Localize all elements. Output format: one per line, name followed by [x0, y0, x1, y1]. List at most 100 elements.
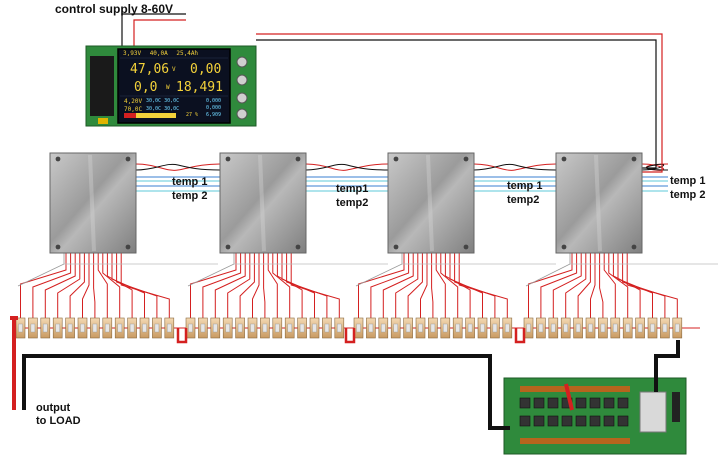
balancer-plate-4 — [555, 152, 643, 254]
power-readout: 0,0 — [134, 80, 158, 95]
mosfet-1-7 — [603, 397, 615, 409]
balance-wire-2-8 — [267, 253, 278, 318]
lcd-bar-red — [124, 113, 136, 118]
plate-screw-1-4 — [125, 244, 131, 250]
fuse-element-3-2 — [368, 323, 374, 333]
plate-screw-1-1 — [55, 156, 61, 162]
mosfet-2-4 — [561, 415, 573, 427]
balance-wire-1-2 — [32, 253, 72, 318]
balance-wire-3-5 — [407, 253, 423, 318]
plate-sheen-4 — [594, 154, 602, 252]
sensor-3-temp2-label: temp2 — [507, 194, 540, 206]
plate-screw-4-4 — [631, 244, 637, 250]
fuse-element-1-12 — [154, 323, 160, 333]
balance-wire-3-4 — [395, 253, 419, 318]
fuse-element-2-7 — [262, 323, 268, 333]
fuse-element-3-4 — [393, 323, 398, 333]
plate-screw-2-2 — [295, 156, 301, 162]
sensor-1-temp2-label: temp 2 — [172, 190, 208, 202]
sensor-3-temp1-label: temp 1 — [507, 180, 543, 192]
balance-wire-3-2 — [370, 253, 410, 318]
fuse-element-1-7 — [92, 323, 98, 333]
comm-wire-black-3 — [473, 163, 557, 171]
balance-wire-4-8 — [603, 253, 616, 318]
balance-wire-3-7 — [431, 253, 434, 318]
cell-voltage-readout: 4,20V — [124, 98, 143, 105]
balance-wire-1-6 — [82, 253, 90, 318]
series-link-2 — [344, 328, 356, 344]
fuse-element-3-8 — [443, 323, 448, 333]
comm-wire-black-1 — [135, 163, 221, 171]
status-current: 40,0A — [149, 50, 168, 57]
fuse-element-2-11 — [312, 323, 317, 333]
fuse-element-1-2 — [30, 323, 36, 333]
right-value-3: 6,909 — [206, 112, 222, 118]
mosfet-2-7 — [603, 415, 615, 427]
output-header — [672, 392, 680, 422]
to-load-label: to LOAD — [36, 415, 81, 427]
mosfet-1-3 — [547, 397, 559, 409]
supply-wire-red — [133, 19, 186, 48]
sensor-2-temp1-label: temp1 — [336, 183, 369, 195]
sensor-4-temp2-label: temp 2 — [670, 189, 706, 201]
fuse-element-2-5 — [237, 323, 243, 333]
plate-screw-3-4 — [463, 244, 469, 250]
controller-button-4 — [236, 108, 248, 120]
sensor-2-temp2-label: temp2 — [336, 197, 369, 209]
balance-wire-3-9 — [440, 253, 459, 318]
supply-wire-black — [121, 13, 186, 48]
fuse-element-2-13 — [337, 323, 342, 333]
fuse-element-3-10 — [467, 323, 473, 333]
bundle-wire-3 — [355, 253, 403, 287]
fuse-element-4-9 — [625, 323, 630, 333]
board-wire-red — [564, 383, 574, 411]
comm-wire-red-3 — [473, 163, 557, 171]
fuse-element-1-10 — [129, 323, 135, 333]
right-value-1: 0,000 — [206, 98, 222, 104]
balance-wire-1-9 — [102, 253, 121, 318]
fuse-element-1-4 — [55, 323, 60, 333]
plate-screw-3-1 — [393, 156, 399, 162]
fuse-element-4-3 — [551, 323, 556, 333]
balance-wire-4-6 — [590, 253, 596, 318]
bundle-wire-2 — [187, 253, 235, 287]
plate-screw-2-3 — [225, 244, 231, 250]
plate-screw-1-3 — [55, 244, 61, 250]
controller-terminal — [98, 118, 108, 124]
balance-wire-2-12 — [286, 253, 328, 318]
mosfet-2-2 — [533, 415, 545, 427]
balance-wire-2-2 — [202, 253, 242, 318]
mosfet-1-1 — [519, 397, 531, 409]
fuse-element-1-11 — [142, 323, 147, 333]
mosfet-2-1 — [519, 415, 531, 427]
output-bus-bar-bottom — [520, 438, 630, 444]
status-capacity: 25,4Ah — [176, 50, 199, 57]
comm-wire-black-2 — [305, 163, 389, 171]
sensor-4-temp1-label: temp 1 — [670, 175, 706, 187]
battery-wire-black — [654, 340, 680, 392]
fuse-element-4-6 — [588, 323, 593, 333]
balance-wire-1-5 — [69, 253, 85, 318]
fuse-element-4-10 — [637, 323, 643, 333]
mosfet-2-5 — [575, 415, 587, 427]
fuse-element-2-6 — [250, 323, 255, 333]
fuse-element-3-9 — [455, 323, 460, 333]
power-unit: W — [166, 84, 170, 91]
controller-lcd — [117, 48, 231, 124]
temp-readout-2: 30,0C — [164, 98, 180, 104]
fuse-element-2-4 — [225, 323, 230, 333]
balance-wire-3-3 — [382, 253, 414, 318]
balance-wire-2-1 — [190, 253, 237, 318]
balance-wire-4-9 — [608, 253, 629, 318]
balance-wire-1-12 — [116, 253, 158, 318]
status-voltage: 3,93V — [123, 50, 142, 57]
balancer-plate-3 — [387, 152, 475, 254]
cell-temp-readout: 70,0C — [124, 106, 143, 113]
control-wire-red — [256, 33, 663, 173]
plate-sheen-1 — [88, 154, 96, 252]
output-label: output — [36, 402, 71, 414]
energy-readout: 18,491 — [176, 80, 223, 95]
fuse-element-3-11 — [480, 323, 485, 333]
mosfet-1-8 — [617, 397, 629, 409]
plate-screw-4-1 — [561, 156, 567, 162]
